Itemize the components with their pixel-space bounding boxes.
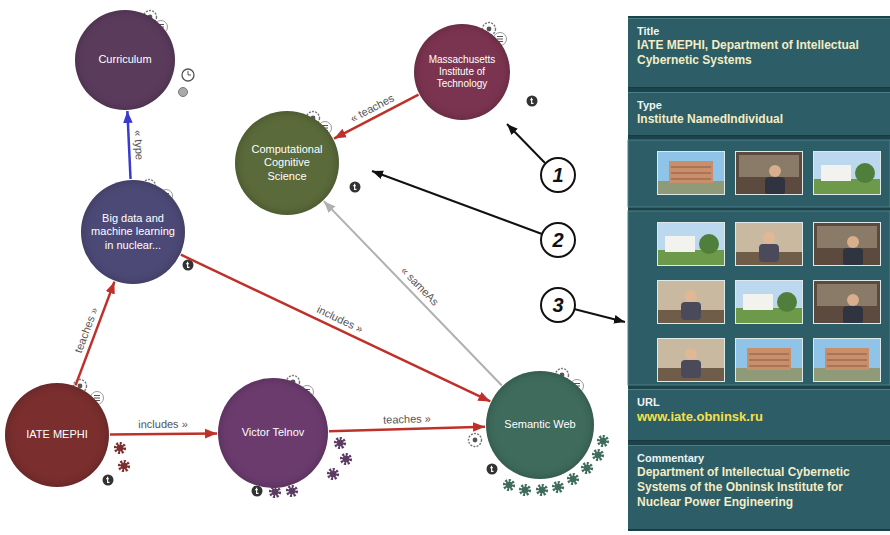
relation-label: « type — [132, 127, 146, 161]
concept-circle: Computational Cognitive Science — [235, 111, 339, 215]
callout-circle — [541, 158, 575, 322]
field-heading: Commentary — [637, 451, 881, 465]
relation-label: « teaches — [346, 90, 397, 125]
relation-label: includes » — [313, 302, 367, 336]
field-heading: Title — [637, 24, 881, 38]
relation-arrow — [181, 255, 490, 402]
concept-circle: IATE MEPHI — [5, 383, 109, 487]
relation-arrow — [329, 427, 485, 432]
photo-band — [628, 211, 890, 385]
property-band: CommentaryDepartment of Intellectual Cyb… — [628, 445, 890, 530]
field-value: Institute NamedIndividual — [637, 112, 881, 127]
field-heading: Type — [637, 98, 881, 112]
node-icons — [74, 11, 608, 497]
photo-band — [628, 140, 890, 207]
node-label: Curriculum — [85, 53, 166, 66]
field-value: Department of Intellectual Cybernetic Sy… — [637, 465, 881, 509]
field-heading: URL — [637, 395, 881, 409]
callout-number: 2 — [541, 223, 575, 257]
node-label: Big data and machine learning in nuclear… — [91, 212, 175, 252]
property-band: TitleIATE MEPHI, Department of Intellect… — [628, 18, 890, 88]
relation-label: « sameAs — [397, 263, 442, 309]
callout-number: 1 — [541, 158, 575, 192]
relation-arrow — [127, 111, 130, 179]
concept-circle: Curriculum — [75, 10, 175, 110]
node-label: Computational Cognitive Science — [245, 143, 329, 183]
relation-arrow — [110, 432, 217, 435]
photo-gallery — [657, 151, 881, 382]
concept-circle: Victor Telnov — [218, 378, 328, 488]
concept-circle: Semantic Web — [486, 371, 594, 479]
property-band: TypeInstitute NamedIndividual — [628, 92, 890, 136]
node-label: IATE MEPHI — [15, 428, 99, 441]
relation-label: teaches » — [71, 304, 100, 357]
relation-arrow — [324, 201, 502, 385]
relation-label: includes » — [137, 418, 191, 431]
field-value: IATE MEPHI, Department of Intellectual C… — [637, 38, 881, 67]
node-label: Victor Telnov — [229, 426, 318, 439]
callout-leader — [372, 124, 625, 322]
node-label: Semantic Web — [497, 418, 584, 431]
field-value: www.iate.obninsk.ru — [637, 409, 881, 425]
callout-number: 3 — [541, 288, 575, 322]
property-band: URLwww.iate.obninsk.ru — [628, 389, 890, 441]
concept-circle: Big data and machine learning in nuclear… — [81, 180, 185, 284]
node-label: Massachusetts Institute of Technology — [423, 54, 501, 90]
relation-label: teaches » — [381, 412, 433, 426]
panel-ground — [628, 16, 890, 531]
concept-circle: Massachusetts Institute of Technology — [414, 24, 510, 120]
